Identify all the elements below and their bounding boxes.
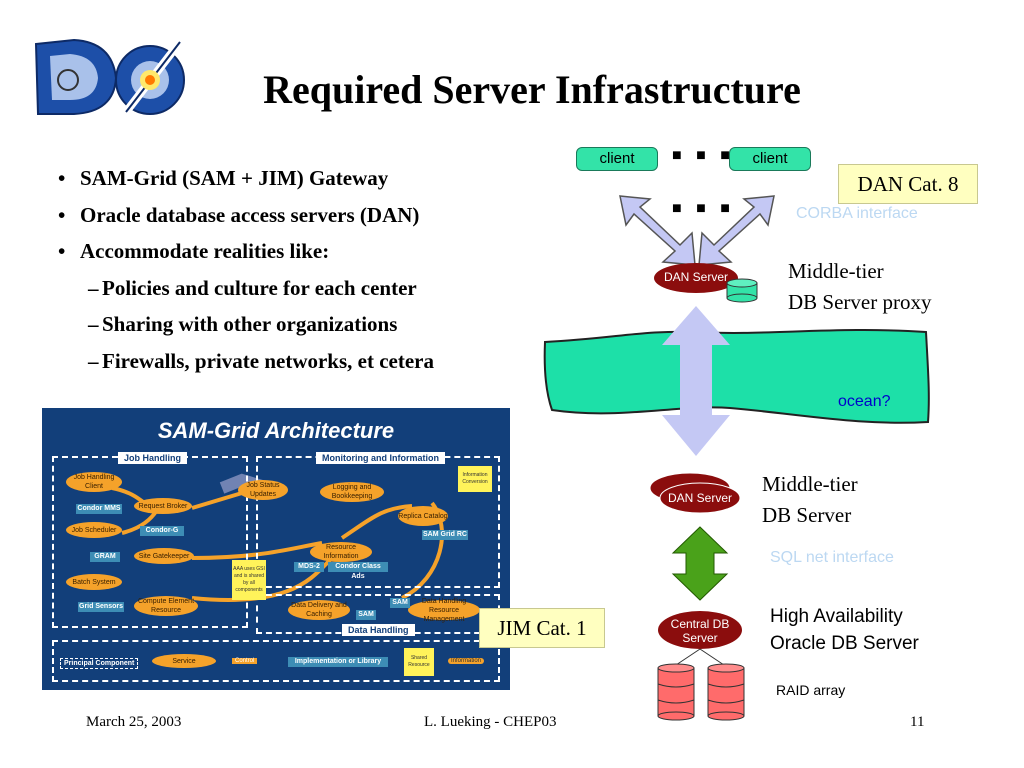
arch-node: Job Handling Client xyxy=(66,472,122,492)
arch-box: Condor Class Ads xyxy=(328,562,388,580)
proxy-label: DB Server proxy xyxy=(788,290,932,314)
raid-label: RAID array xyxy=(776,682,846,698)
middle-tier-label: Middle-tier xyxy=(762,472,858,496)
legend-impl: Implementation or Library xyxy=(288,657,388,667)
arch-node: Compute Element Resource xyxy=(134,596,198,616)
arch-node: Job Status Updates xyxy=(238,480,288,500)
legend-service: Service xyxy=(152,654,216,668)
sql-net-label: SQL net interface xyxy=(770,549,894,566)
sub-bullet-item: Policies and culture for each center xyxy=(58,270,434,307)
dan-server-label: DAN Server xyxy=(667,491,732,505)
bullet-item: Oracle database access servers (DAN) xyxy=(58,197,434,234)
info-conversion-note: Information Conversion xyxy=(458,466,492,492)
arch-node: Job Scheduler xyxy=(66,522,122,538)
arch-box: SAM xyxy=(390,598,410,608)
arch-box: GRAM xyxy=(90,552,120,562)
sub-bullet-item: Sharing with other organizations xyxy=(58,306,434,343)
arch-node: Replica Catalog xyxy=(398,506,448,526)
page-number: 11 xyxy=(910,714,925,730)
arch-node: Batch System xyxy=(66,574,122,590)
legend-information: Information xyxy=(448,658,485,664)
arch-box: SAM Grid RC xyxy=(422,530,468,540)
arch-box: Grid Sensors xyxy=(78,602,124,612)
high-availability-label: High Availability xyxy=(770,606,903,627)
legend-principal: Principal Component xyxy=(60,658,139,669)
arch-title: SAM-Grid Architecture xyxy=(157,418,395,443)
client-box: client xyxy=(729,147,811,171)
arch-box: Condor-G xyxy=(140,526,184,536)
data-handling-header: Data Handling xyxy=(342,624,415,636)
arch-node: Logging and Bookkeeping xyxy=(320,482,384,502)
d0-logo xyxy=(34,38,185,115)
central-db-label: Central DB xyxy=(670,617,730,631)
raid-disk-right xyxy=(707,663,745,721)
raid-disk-left xyxy=(657,663,695,721)
corba-label: CORBA interface xyxy=(796,205,918,222)
slide-title: Required Server Infrastructure xyxy=(263,67,801,112)
dan-server-oval-front xyxy=(659,482,741,514)
sam-grid-architecture-figure: SAM-Grid Architecture Job Handling Monit… xyxy=(42,408,510,690)
arch-node: Data Handling Resource Management xyxy=(408,598,480,623)
ocean-label: ocean? xyxy=(838,393,891,410)
footer-date: March 25, 2003 xyxy=(86,714,182,730)
arch-node: Request Broker xyxy=(134,498,192,514)
db-server-label: DB Server xyxy=(762,503,852,527)
arch-node: Site Gatekeeper xyxy=(134,548,194,564)
jim-cat-tag: JIM Cat. 1 xyxy=(479,608,605,648)
ellipsis-dots: ■ ■ ■ xyxy=(672,147,735,164)
bullet-item: Accommodate realities like: xyxy=(58,233,434,270)
footer-author: L. Lueking - CHEP03 xyxy=(424,714,557,730)
bullet-list: SAM-Grid (SAM + JIM) Gateway Oracle data… xyxy=(58,160,434,379)
network-arrow xyxy=(662,306,730,456)
dan-server-label: DAN Server xyxy=(663,270,728,284)
arch-box: SAM xyxy=(356,610,376,620)
legend-control: Control xyxy=(232,658,258,664)
legend-shared: Shared Resource xyxy=(404,648,434,676)
bullet-item: SAM-Grid (SAM + JIM) Gateway xyxy=(58,160,434,197)
aaa-note: AAA uses GSI and is shared by all compon… xyxy=(232,560,266,600)
database-icon xyxy=(726,278,758,303)
arch-box: MDS-2 xyxy=(294,562,324,572)
oracle-db-label: Oracle DB Server xyxy=(770,633,919,654)
monitoring-header: Monitoring and Information xyxy=(316,452,445,464)
job-handling-header: Job Handling xyxy=(118,452,187,464)
dan-server-oval xyxy=(654,263,738,293)
central-db-oval xyxy=(658,611,742,649)
client-box: client xyxy=(576,147,658,171)
sub-bullet-item: Firewalls, private networks, et cetera xyxy=(58,343,434,380)
arch-node: Resource Information xyxy=(310,542,372,562)
arch-node: Data Delivery and Caching xyxy=(288,600,350,620)
ellipsis-dots: ■ ■ ■ xyxy=(672,200,735,217)
arch-box: Condor MMS xyxy=(76,504,122,514)
dan-cat-tag: DAN Cat. 8 xyxy=(838,164,978,204)
sql-arrow xyxy=(671,526,729,601)
middle-tier-label: Middle-tier xyxy=(788,259,884,283)
central-db-label: Server xyxy=(682,631,718,645)
